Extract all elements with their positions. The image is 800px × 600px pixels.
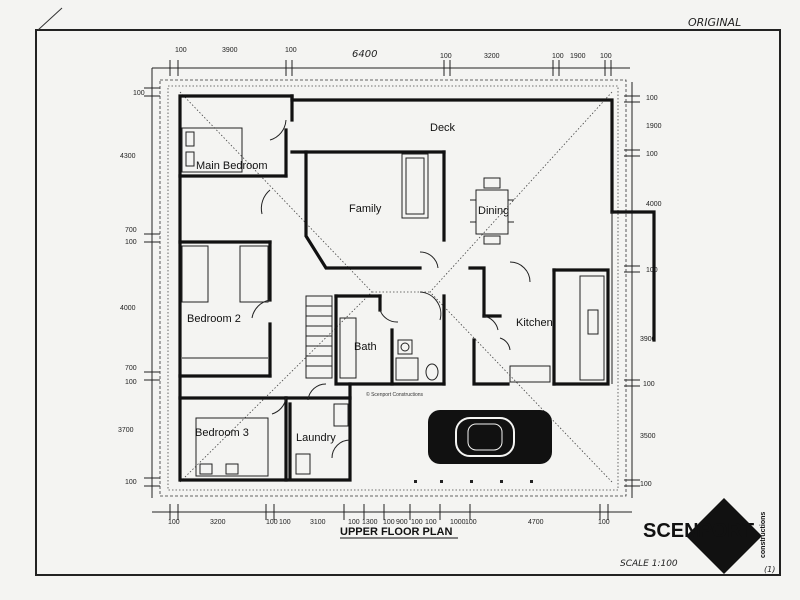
corner-mark	[37, 7, 63, 31]
room-label-family: Family	[349, 203, 382, 215]
bath-fixtures	[339, 317, 439, 381]
dim-top-1: 3900	[222, 47, 238, 54]
dim-bottom-3: 100	[279, 519, 291, 526]
laundry-fixtures	[295, 403, 349, 475]
dim-left-3: 100	[125, 239, 137, 246]
room-label-bedroom3: Bedroom 3	[195, 427, 249, 439]
dim-top-7: 100	[600, 53, 612, 60]
bottom-dimension-line	[152, 504, 632, 520]
dim-left-4: 4000	[120, 305, 136, 312]
sheet-number: (1)	[764, 565, 775, 574]
family-sofa	[401, 153, 429, 219]
dim-top-6: 1900	[570, 53, 586, 60]
dim-bottom-14: 100	[598, 519, 610, 526]
post-marks	[414, 480, 533, 483]
room-label-bath: Bath	[354, 341, 377, 353]
room-label-dining: Dining	[478, 205, 509, 217]
dim-left-5: 700	[125, 365, 137, 372]
dim-bottom-1: 3200	[210, 519, 226, 526]
bedroom2-beds	[181, 245, 269, 359]
dim-top-0: 100	[175, 47, 187, 54]
interior-walls	[178, 94, 556, 480]
room-label-bedroom2: Bedroom 2	[187, 313, 241, 325]
dim-right-2: 100	[646, 151, 658, 158]
dim-bottom-13: 4700	[528, 519, 544, 526]
dim-right-4: 100	[646, 267, 658, 274]
dim-bottom-6: 1300	[362, 519, 378, 526]
original-stamp: ORIGINAL	[688, 16, 741, 29]
dim-left-7: 3700	[118, 427, 134, 434]
dim-top-5: 100	[552, 53, 564, 60]
scale-note: SCALE 1:100	[620, 559, 678, 569]
dim-left-0: 100	[133, 90, 145, 97]
right-dimension-line	[624, 82, 640, 498]
dim-left-6: 100	[125, 379, 137, 386]
dim-right-8: 100	[640, 481, 652, 488]
logo-tagline: constructions	[760, 512, 767, 558]
dim-bottom-7: 100	[383, 519, 395, 526]
dim-right-3: 4000	[646, 201, 662, 208]
dim-left-1: 4300	[120, 153, 136, 160]
dim-top-4: 3200	[484, 53, 500, 60]
scenport-logo: SCENPORT constructions	[643, 498, 767, 574]
dim-right-0: 100	[646, 95, 658, 102]
logo-name: SCENPORT	[643, 520, 754, 542]
dim-left-2: 700	[125, 227, 137, 234]
dim-bottom-2: 100	[266, 519, 278, 526]
top-dimension-line	[152, 60, 630, 76]
stairs	[305, 295, 333, 379]
dim-top-2: 100	[285, 47, 297, 54]
dim-bottom-5: 100	[348, 519, 360, 526]
sheet-border	[35, 29, 781, 576]
dim-top-3: 100	[440, 53, 452, 60]
room-label-laundry: Laundry	[296, 432, 336, 444]
dim-left-8: 100	[125, 479, 137, 486]
dim-bottom-8: 900	[396, 519, 408, 526]
left-dimension-line	[144, 68, 160, 498]
dim-bottom-4: 3100	[310, 519, 326, 526]
room-label-deck: Deck	[430, 122, 456, 134]
dim-right-7: 3500	[640, 433, 656, 440]
dim-bottom-9: 100	[411, 519, 423, 526]
dim-right-6: 100	[643, 381, 655, 388]
door-swings	[251, 119, 531, 459]
dim-right-5: 3900	[640, 336, 656, 343]
main-bedroom-bed	[181, 127, 243, 173]
plan-title: UPPER FLOOR PLAN	[340, 526, 453, 538]
car-icon	[428, 410, 552, 464]
dining-table	[470, 177, 514, 245]
dim-top-overall: 6400	[352, 49, 377, 60]
dim-bottom-10: 100	[425, 519, 437, 526]
dim-right-1: 1900	[646, 123, 662, 130]
room-label-main-bedroom: Main Bedroom	[196, 160, 268, 172]
dim-bottom-0: 100	[168, 519, 180, 526]
dim-bottom-12: 100	[465, 519, 477, 526]
kitchen-bench	[509, 275, 605, 383]
dim-bottom-11: 1000	[450, 519, 466, 526]
watermark-text: © Scenport Constructions	[366, 391, 424, 398]
bedroom3-bed	[195, 417, 269, 477]
room-label-kitchen: Kitchen	[516, 317, 553, 329]
